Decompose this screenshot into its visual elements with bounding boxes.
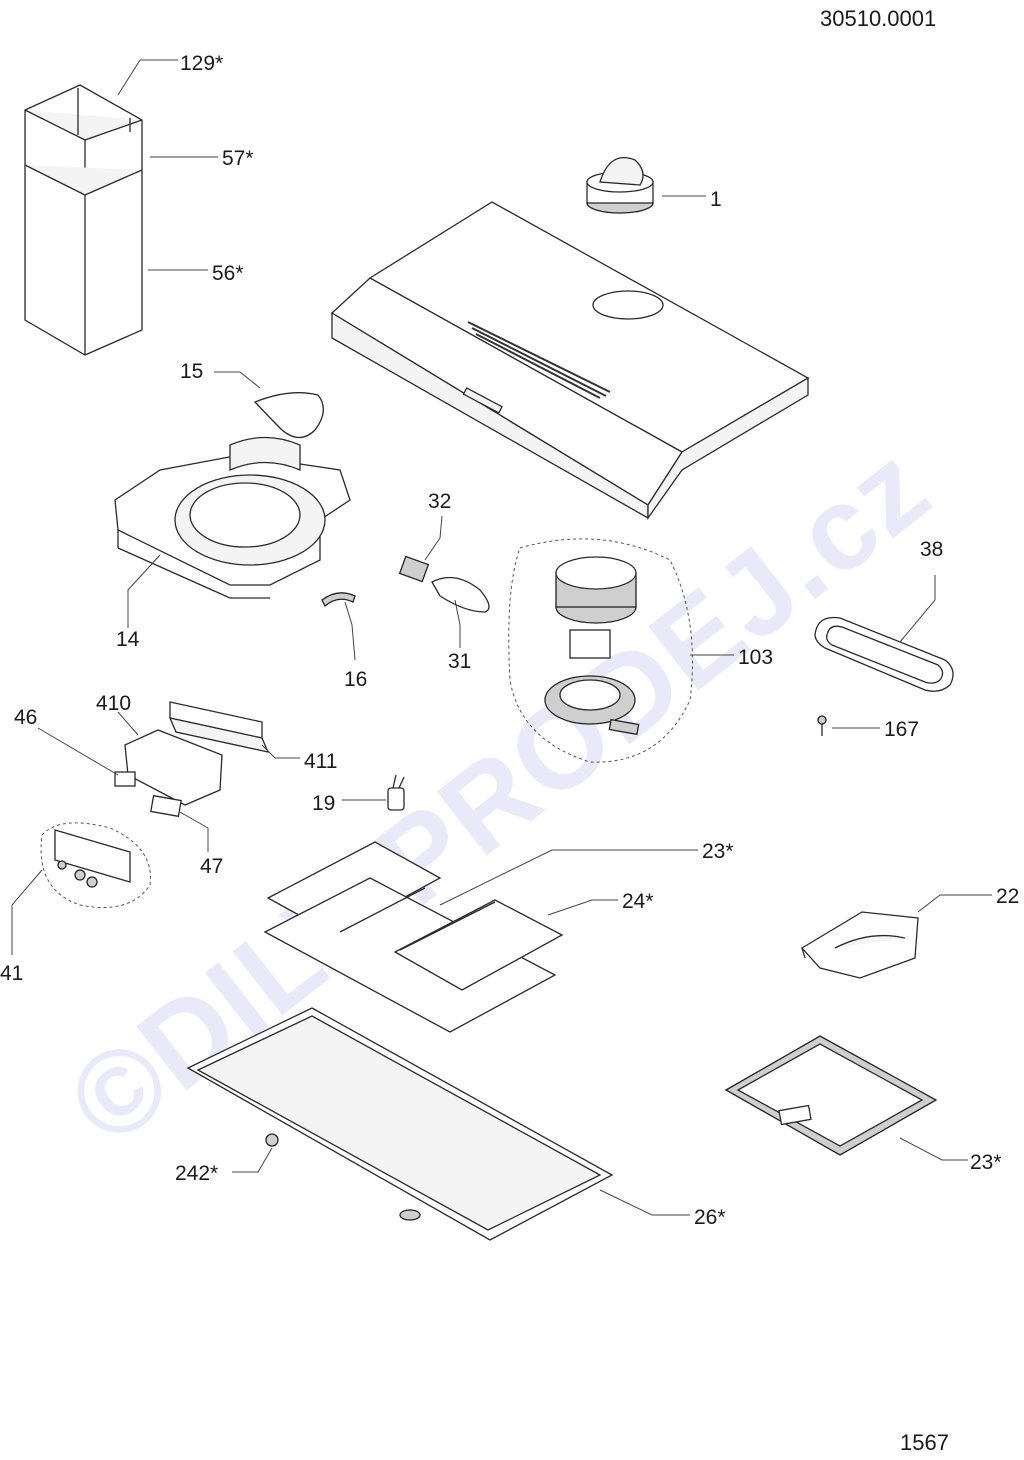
label-23-upper: 23* <box>702 840 734 863</box>
capacitor <box>387 774 405 811</box>
lamp-bulb <box>431 576 490 613</box>
air-deflector <box>800 911 919 979</box>
label-32: 32 <box>428 490 451 513</box>
label-23-lower: 23* <box>970 1151 1002 1174</box>
grease-filter-frame <box>814 616 954 692</box>
label-38: 38 <box>920 538 943 561</box>
drawing-code: 30510.0001 <box>820 6 936 31</box>
chimney-duct <box>24 84 143 356</box>
label-167: 167 <box>884 718 919 741</box>
fan-housing <box>114 392 351 599</box>
label-57: 57* <box>222 147 254 170</box>
label-410: 410 <box>96 692 131 715</box>
label-46: 46 <box>14 706 37 729</box>
label-411: 411 <box>304 750 337 773</box>
damper-valve <box>586 156 654 214</box>
label-22: 22 <box>996 885 1019 908</box>
page-number: 1567 <box>900 1430 949 1455</box>
label-14: 14 <box>116 628 140 651</box>
label-24: 24* <box>622 890 654 913</box>
label-19: 19 <box>312 792 335 815</box>
label-242: 242* <box>175 1162 218 1185</box>
label-41: 41 <box>0 962 23 985</box>
label-56: 56* <box>212 262 244 285</box>
lamp-socket <box>398 555 430 583</box>
label-47: 47 <box>200 855 223 878</box>
bottom-plate <box>186 1007 614 1241</box>
control-panel <box>40 822 151 908</box>
motor-assembly <box>508 538 693 763</box>
label-129: 129* <box>180 52 223 75</box>
label-16: 16 <box>344 668 367 691</box>
label-31: 31 <box>448 650 471 673</box>
label-26: 26* <box>694 1206 726 1229</box>
screw <box>817 715 827 736</box>
label-1: 1 <box>710 188 722 211</box>
grease-filters <box>263 841 564 1033</box>
hood-body <box>330 201 810 521</box>
carbon-filter <box>724 1035 938 1156</box>
wire-clip <box>321 592 356 608</box>
label-15: 15 <box>180 360 203 383</box>
label-103: 103 <box>738 646 773 669</box>
control-box <box>114 701 270 818</box>
